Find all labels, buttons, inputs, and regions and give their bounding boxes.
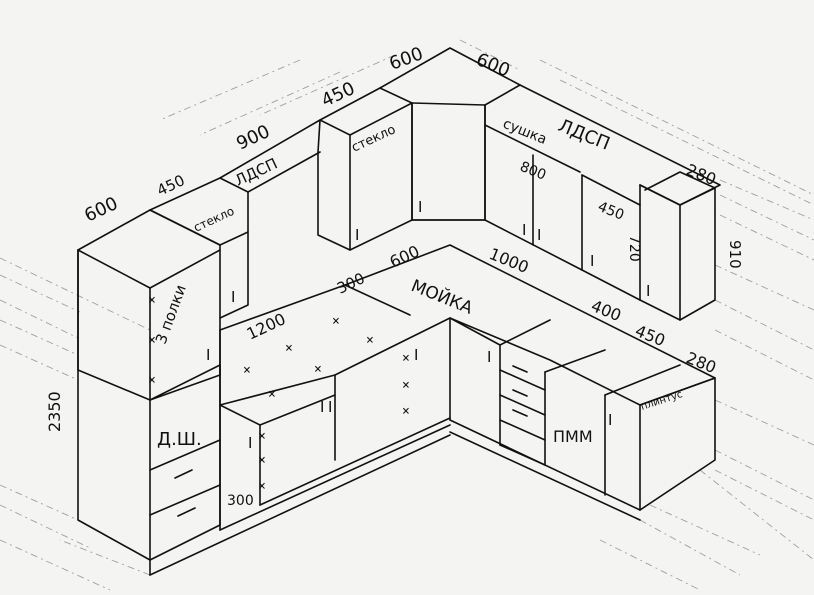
handle-mark: I (231, 288, 235, 306)
cross-mark: × (268, 387, 276, 402)
handle-mark: I (590, 252, 594, 270)
cross-mark: × (314, 362, 322, 377)
handle-mark: I (608, 411, 612, 429)
dim-top-280: 280 (684, 160, 719, 189)
cross-mark: × (402, 351, 410, 366)
handle-marks: I I I I I I I I I I I I I I (206, 198, 650, 452)
cross-mark: × (332, 314, 340, 329)
dim-base-400: 400 (589, 296, 624, 325)
upper-cabinets (149, 47, 721, 321)
cross-mark: × (402, 404, 410, 419)
dim-height-2350: 2350 (45, 391, 64, 432)
dim-right-450: 450 (596, 199, 627, 224)
handle-mark: I (206, 346, 210, 364)
cross-mark: × (148, 333, 156, 348)
handle-mark: I (646, 282, 650, 300)
cross-mark: × (366, 333, 374, 348)
handle-mark: I (328, 398, 332, 416)
label-ldsp-right: ЛДСП (555, 115, 613, 155)
handle-mark: I (522, 221, 526, 239)
cross-mark: × (243, 363, 251, 378)
guide-lines (0, 39, 814, 591)
label-moyka: МОЙКА (408, 274, 476, 319)
cross-mark: × (402, 378, 410, 393)
handle-mark: I (487, 348, 491, 366)
cross-mark: × (258, 453, 266, 468)
dim-base-1200: 1200 (244, 309, 289, 343)
dim-top-600-a: 600 (387, 43, 426, 74)
cross-mark: × (148, 373, 156, 388)
handle-mark: I (414, 346, 418, 364)
label-sushka: сушка (501, 116, 549, 148)
dim-top-900: 900 (233, 121, 273, 155)
cross-mark: × (258, 429, 266, 444)
dim-base-300-low: 300 (227, 493, 254, 509)
dim-top-600-left: 600 (81, 193, 121, 227)
dim-top-600-b: 600 (473, 49, 513, 81)
label-ldsp-left: ЛДСП (232, 154, 280, 189)
handle-mark: I (418, 198, 422, 216)
dim-right-720: 720 (626, 235, 642, 262)
tall-cabinet (77, 209, 221, 576)
drawer-handles (174, 365, 528, 517)
dim-top-450-mid: 450 (318, 78, 358, 112)
handle-mark: I (248, 434, 252, 452)
cross-marks: × × × × × × × × × × × × × × × (148, 293, 410, 494)
cross-mark: × (285, 341, 293, 356)
base-cabinets (149, 244, 716, 576)
handle-mark: I (537, 226, 541, 244)
label-pmm: ПММ (553, 427, 593, 446)
handle-mark: I (355, 226, 359, 244)
handle-mark: I (320, 398, 324, 416)
dim-base-280: 280 (684, 348, 719, 377)
label-plintus: плинтус (640, 389, 685, 413)
cross-mark: × (258, 479, 266, 494)
label-three-shelves: 3 полки (152, 282, 190, 346)
label-steklo-left: стекло (191, 204, 236, 235)
dim-base-600: 600 (387, 241, 423, 271)
dim-base-450: 450 (633, 321, 668, 350)
cross-mark: × (148, 293, 156, 308)
label-steklo-mid: стекло (349, 122, 398, 155)
dim-base-1000: 1000 (487, 244, 532, 277)
label-dishwasher-left: Д.Ш. (157, 429, 202, 450)
dim-right-910: 910 (726, 240, 744, 269)
